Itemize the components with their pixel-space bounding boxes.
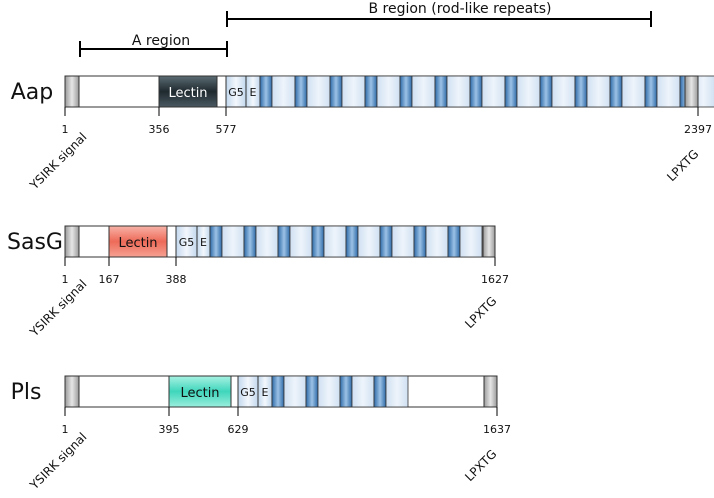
g5-repeat-domain: [574, 75, 588, 108]
g5-repeat-domain: [329, 75, 343, 108]
g5-label: G5: [179, 236, 195, 249]
lpxtg-label: LPXTG: [462, 294, 499, 331]
e-label: E: [200, 236, 207, 249]
protein-name: Pls: [11, 380, 42, 405]
lpxtg-label: LPXTG: [664, 147, 701, 184]
e-repeat-domain: [341, 75, 366, 108]
g5-repeat-domain: [339, 375, 353, 408]
g5-repeat-domain: [399, 75, 413, 108]
g5-repeat-domain: [294, 75, 308, 108]
e-repeat-domain: [551, 75, 576, 108]
e-repeat-domain: [586, 75, 611, 108]
g5-label: G5: [240, 386, 256, 399]
g5-label: G5: [228, 86, 244, 99]
position-tick-label: 2397: [684, 123, 712, 136]
position-tick-label: 629: [228, 423, 249, 436]
g5-repeat-domain: [259, 75, 273, 108]
e-repeat-domain: [446, 75, 471, 108]
e-repeat-domain: [357, 225, 381, 258]
g5-repeat-domain: [379, 225, 393, 258]
position-tick-label: 577: [216, 123, 237, 136]
g5-repeat-domain: [243, 225, 257, 258]
e-repeat-domain: [621, 75, 646, 108]
lectin-label: Lectin: [168, 86, 207, 101]
b-region-bracket: B region (rod-like repeats): [226, 1, 652, 27]
e-repeat-domain: [391, 225, 415, 258]
e-repeat-domain: [271, 75, 296, 108]
g5-repeat-domain: [469, 75, 483, 108]
g5-repeat-domain: [373, 375, 387, 408]
position-tick-label: 1: [62, 423, 69, 436]
e-repeat-domain: [411, 75, 436, 108]
position-tick-label: 1: [62, 273, 69, 286]
g5-repeat-domain: [413, 225, 427, 258]
protein-name: SasG: [7, 230, 63, 255]
g5-repeat-domain: [434, 75, 448, 108]
ysirk-signal-domain: [64, 375, 80, 408]
e-repeat-domain: [425, 225, 449, 258]
lectin-domain: [158, 75, 218, 108]
lectin-domain: [168, 375, 232, 408]
e-label: E: [250, 86, 257, 99]
a-region-bracket: A region: [79, 33, 228, 57]
protein-name: Aap: [11, 80, 54, 105]
e-repeat-domain: [306, 75, 331, 108]
e-repeat-domain: [221, 225, 245, 258]
position-tick-label: 167: [99, 273, 120, 286]
g5-repeat-domain: [271, 375, 285, 408]
g5-repeat-domain: [609, 75, 623, 108]
ysirk-signal-domain: [64, 225, 80, 258]
g5-repeat-domain: [447, 225, 461, 258]
e-repeat-domain: [656, 75, 681, 108]
g5-repeat-domain: [504, 75, 518, 108]
g5-repeat-domain: [539, 75, 553, 108]
g5-repeat-domain: [311, 225, 325, 258]
lectin-domain: [108, 225, 168, 258]
e-repeat-domain: [289, 225, 313, 258]
e-repeat-domain: [481, 75, 506, 108]
b-region-label: B region (rod-like repeats): [368, 1, 551, 17]
ysirk-signal-label: YSIRK signal: [27, 130, 90, 193]
ysirk-signal-domain: [64, 75, 80, 108]
g5-repeat-domain: [345, 225, 359, 258]
g5-repeat-domain: [277, 225, 291, 258]
g5-repeat-domain: [364, 75, 378, 108]
e-repeat-domain: [516, 75, 541, 108]
a-region-label: A region: [132, 33, 190, 49]
position-tick-label: 388: [166, 273, 187, 286]
e-repeat-domain: [376, 75, 401, 108]
protein-sasg: SasG Lectin G5 E 1 167 388 1627 YSIRK signal LPXT…: [7, 225, 509, 340]
e-repeat-domain: [351, 375, 375, 408]
g5-repeat-domain: [209, 225, 223, 258]
g5-repeat-domain: [305, 375, 319, 408]
e-label: E: [262, 386, 269, 399]
lpxtg-anchor-domain: [482, 225, 496, 258]
e-repeat-domain: [459, 225, 483, 258]
lpxtg-label: LPXTG: [462, 447, 499, 484]
position-tick-label: 395: [159, 423, 180, 436]
position-tick-label: 1: [62, 123, 69, 136]
lpxtg-anchor-domain: [684, 75, 699, 108]
position-tick-label: 1637: [483, 423, 511, 436]
ysirk-signal-label: YSIRK signal: [27, 277, 90, 340]
e-repeat-domain: [255, 225, 279, 258]
e-repeat-domain: [323, 225, 347, 258]
e-repeat-domain: [385, 375, 409, 408]
ysirk-signal-label: YSIRK signal: [27, 430, 90, 493]
lectin-label: Lectin: [180, 386, 219, 401]
lectin-label: Lectin: [118, 236, 157, 251]
lpxtg-anchor-domain: [483, 375, 498, 408]
e-repeat-domain: [317, 375, 341, 408]
position-tick-label: 1627: [481, 273, 509, 286]
e-repeat-domain: [283, 375, 307, 408]
position-tick-label: 356: [149, 123, 170, 136]
g5-repeat-domain: [644, 75, 658, 108]
